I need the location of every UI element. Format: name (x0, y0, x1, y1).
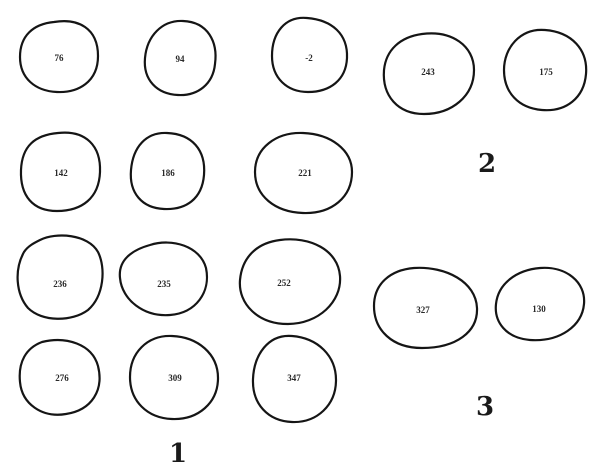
cell-outline: 236 (18, 236, 103, 319)
cell-outline: 94 (145, 21, 216, 95)
cell-label: 309 (168, 373, 182, 383)
cell-label: 175 (539, 67, 553, 77)
cell-label: 94 (176, 54, 186, 64)
cell-outline: 252 (240, 239, 340, 324)
cell-label: 76 (55, 53, 65, 63)
cell-label: 276 (55, 373, 69, 383)
cell-label: 235 (157, 279, 171, 289)
cell-label: 221 (298, 168, 312, 178)
group-label-1: 1 (169, 439, 187, 467)
cell-label: -2 (305, 53, 313, 63)
cell-outline: 276 (20, 340, 100, 415)
cell-label: 130 (532, 304, 546, 314)
cell-label: 252 (277, 278, 291, 288)
cell-outline: 309 (130, 336, 218, 419)
cell-outline: 175 (504, 30, 586, 110)
cell-outline: 347 (253, 336, 336, 422)
cell-outline: 186 (131, 133, 204, 209)
cell-label: 243 (421, 67, 435, 77)
cell-label: 186 (161, 168, 175, 178)
cell-outline: 235 (120, 243, 207, 316)
cell-outline: 327 (374, 268, 477, 348)
cell-label: 327 (416, 305, 430, 315)
group-label-3: 3 (476, 392, 494, 422)
cell-outline: 76 (20, 21, 98, 92)
cell-outline: 243 (384, 33, 474, 114)
group-label-2: 2 (478, 149, 496, 179)
cell-label: 347 (287, 373, 301, 383)
cell-outline: 221 (255, 133, 352, 213)
cell-label: 236 (53, 279, 67, 289)
group-1-cells: 76 94 -2 142 186 221 236 235 (18, 18, 352, 422)
group-3-cells: 327 130 (374, 268, 584, 348)
cell-outline: -2 (272, 18, 347, 92)
cell-outline: 130 (496, 268, 584, 340)
group-2-cells: 243 175 (384, 30, 586, 114)
cell-label: 142 (54, 168, 68, 178)
cell-outline: 142 (21, 133, 100, 211)
